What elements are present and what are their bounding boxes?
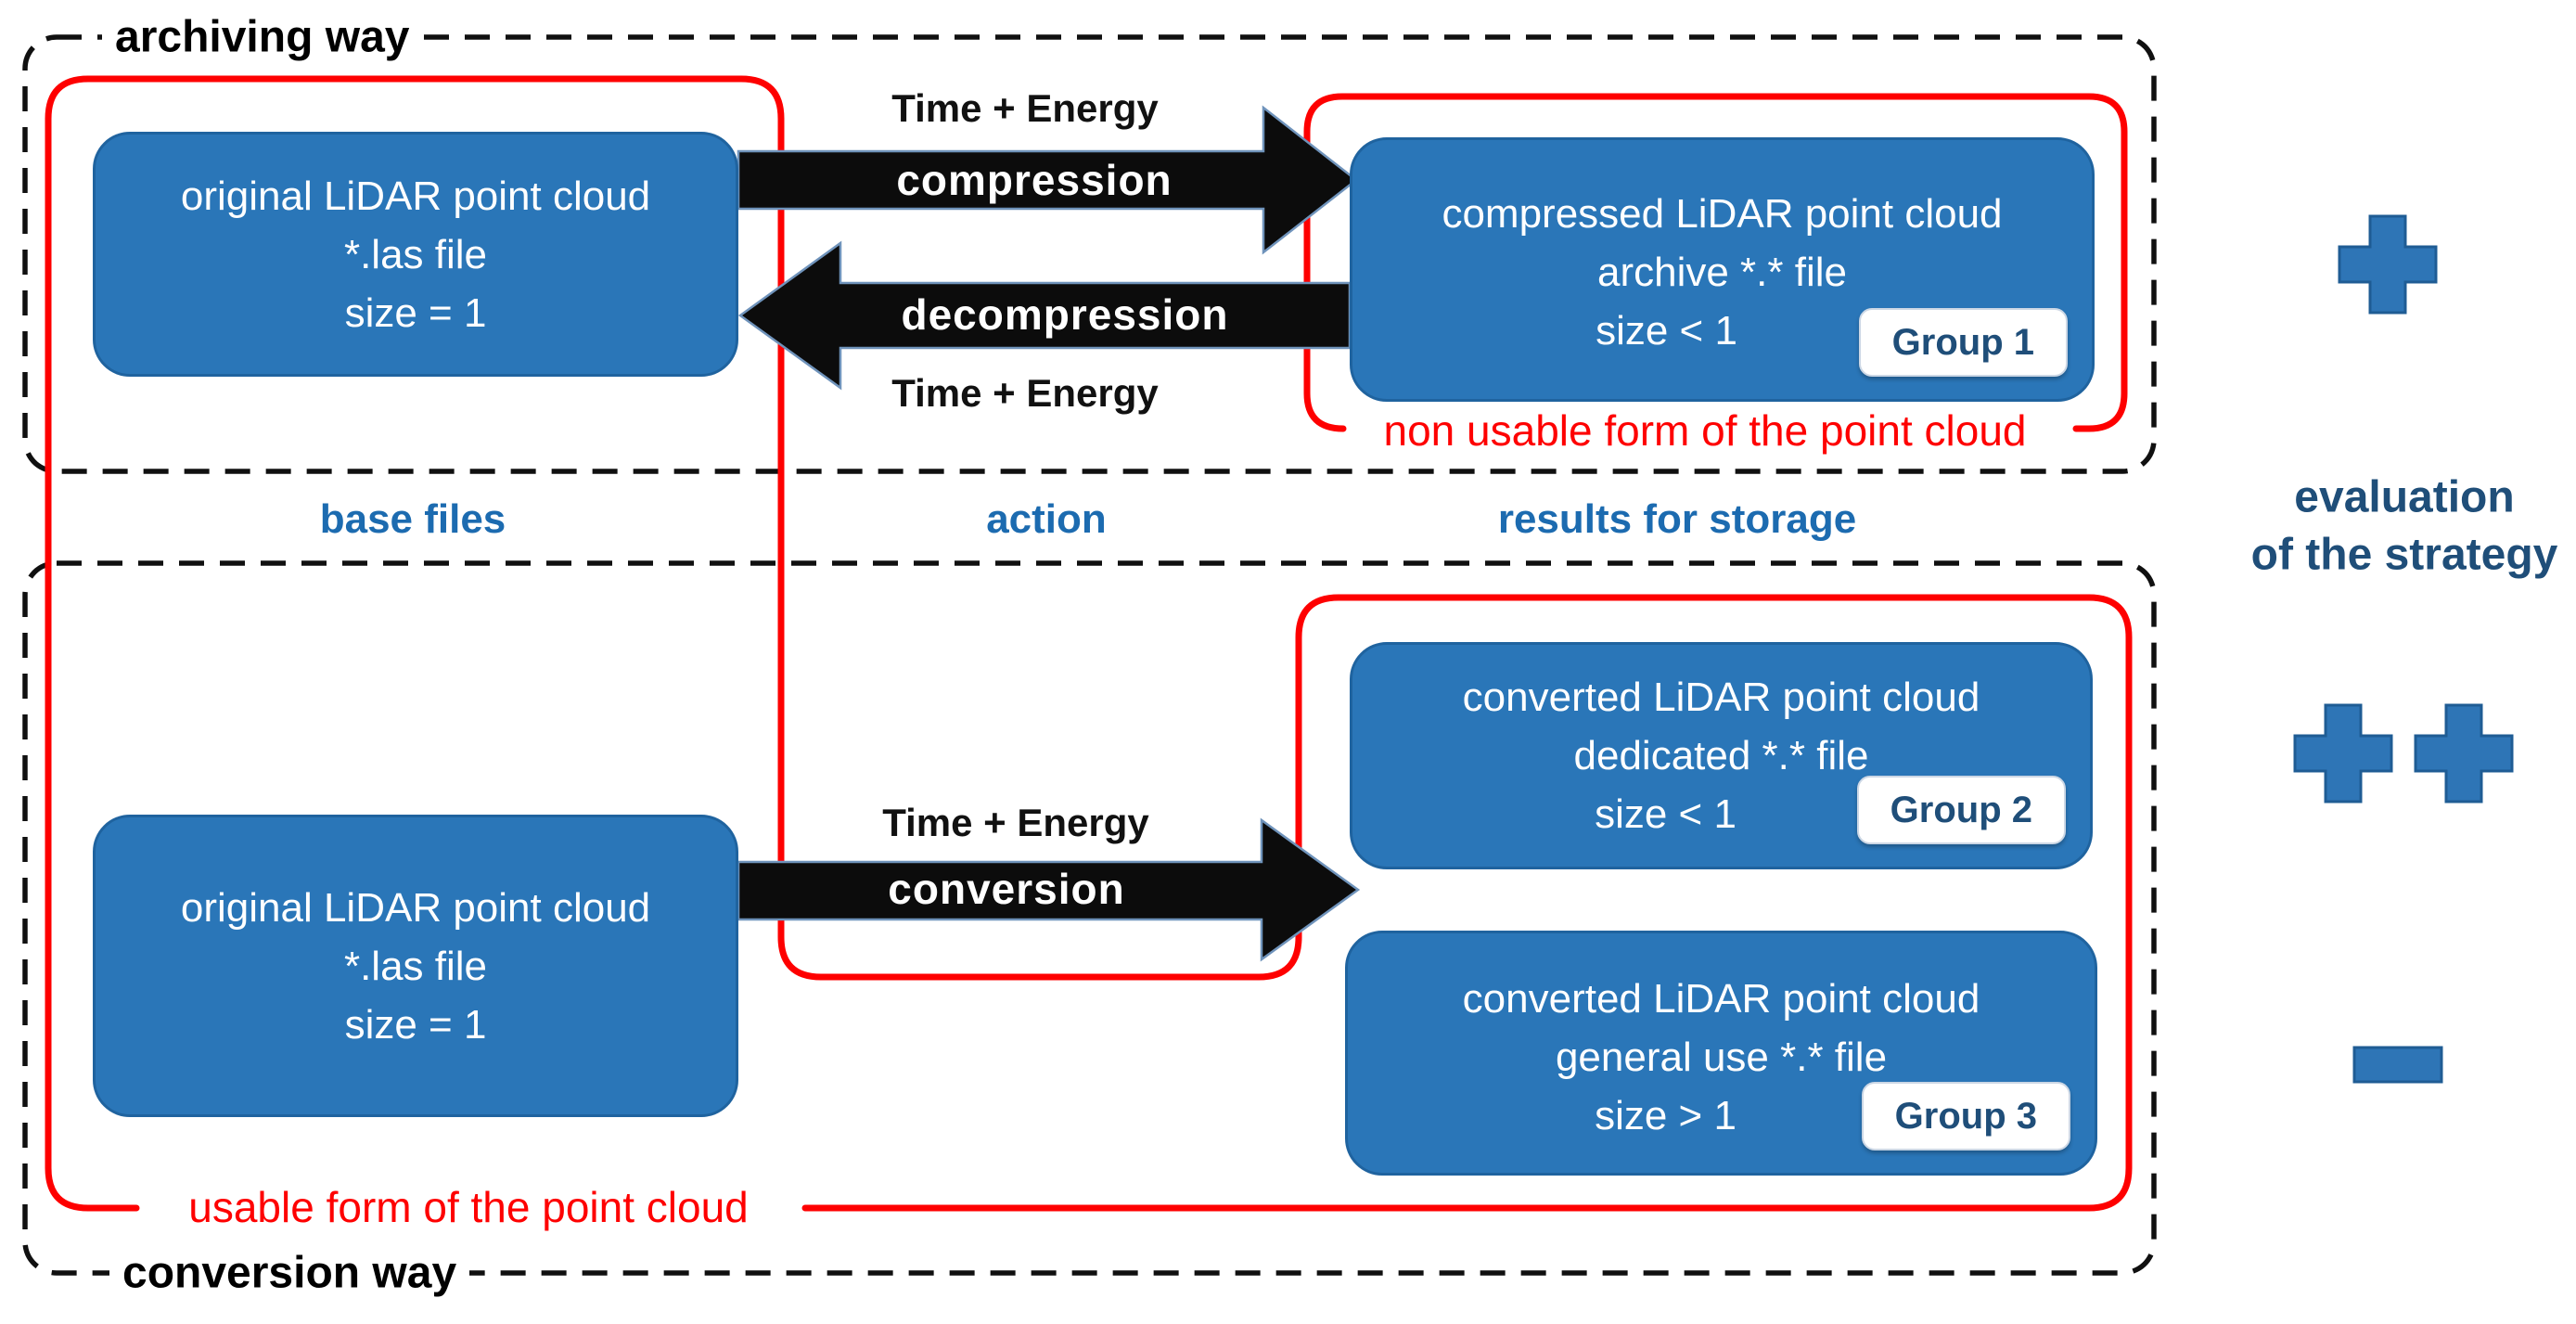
decompression-arrow-label: decompression [901, 290, 1229, 339]
conversion-arrow-label: conversion [888, 865, 1125, 913]
box-line: compressed LiDAR point cloud [1442, 191, 2003, 237]
plus-icon [2293, 703, 2393, 803]
box-line: size < 1 [1595, 791, 1737, 837]
box-line: original LiDAR point cloud [180, 884, 651, 931]
box-line: size < 1 [1596, 308, 1737, 353]
compressed-point-cloud-box: compressed LiDAR point cloud archive *.*… [1350, 137, 2095, 402]
evaluation-heading-line1: evaluation [2294, 472, 2515, 522]
minus-icon [2352, 1046, 2443, 1084]
conversion-region-dashed-border [22, 560, 2157, 1276]
plus-icon [2414, 703, 2514, 803]
box-line: size = 1 [344, 1001, 487, 1048]
box-line: converted LiDAR point cloud [1462, 975, 1980, 1022]
box-line: *.las file [343, 943, 488, 989]
usable-form-note: usable form of the point cloud [177, 1182, 760, 1232]
archiving-way-label: archiving way [102, 11, 423, 63]
box-line: *.las file [343, 231, 488, 277]
original-point-cloud-box-bottom: original LiDAR point cloud *.las file si… [93, 815, 738, 1117]
box-line: dedicated *.* file [1573, 733, 1869, 778]
box-line: size > 1 [1595, 1092, 1737, 1138]
plus-icon [2338, 214, 2438, 315]
usable-form-red-outline [45, 75, 2133, 1212]
column-header-results: results for storage [1497, 496, 1857, 542]
column-header-action: action [986, 496, 1107, 542]
box-line: archive *.* file [1596, 250, 1847, 295]
group-3-badge: Group 3 [1861, 1082, 2070, 1150]
compression-cost-label: Time + Energy [891, 86, 1159, 130]
converted-dedicated-box: converted LiDAR point cloud dedicated *.… [1350, 642, 2093, 869]
group-2-badge: Group 2 [1856, 776, 2066, 844]
decompression-cost-label: Time + Energy [891, 371, 1159, 415]
conversion-way-label: conversion way [109, 1247, 470, 1299]
archiving-region-dashed-border [22, 34, 2157, 474]
evaluation-heading-line2: of the strategy [2250, 530, 2558, 580]
original-point-cloud-box-top: original LiDAR point cloud *.las file si… [93, 132, 738, 377]
box-line: converted LiDAR point cloud [1462, 675, 1980, 720]
column-header-base-files: base files [319, 496, 506, 542]
conversion-arrow-icon [737, 817, 1361, 962]
group-1-badge: Group 1 [1858, 308, 2068, 377]
non-usable-form-note: non usable form of the point cloud [1372, 405, 2038, 456]
box-line: general use *.* file [1555, 1034, 1888, 1080]
box-line: original LiDAR point cloud [180, 173, 651, 219]
converted-general-box: converted LiDAR point cloud general use … [1345, 931, 2097, 1176]
conversion-cost-label: Time + Energy [882, 801, 1149, 844]
non-usable-form-red-outline [1303, 93, 2128, 432]
double-plus-icon [2293, 703, 2514, 803]
compression-arrow-label: compression [896, 156, 1173, 204]
compression-arrow-icon [737, 105, 1359, 255]
decompression-arrow-icon [737, 240, 1352, 391]
box-line: size = 1 [344, 289, 487, 336]
